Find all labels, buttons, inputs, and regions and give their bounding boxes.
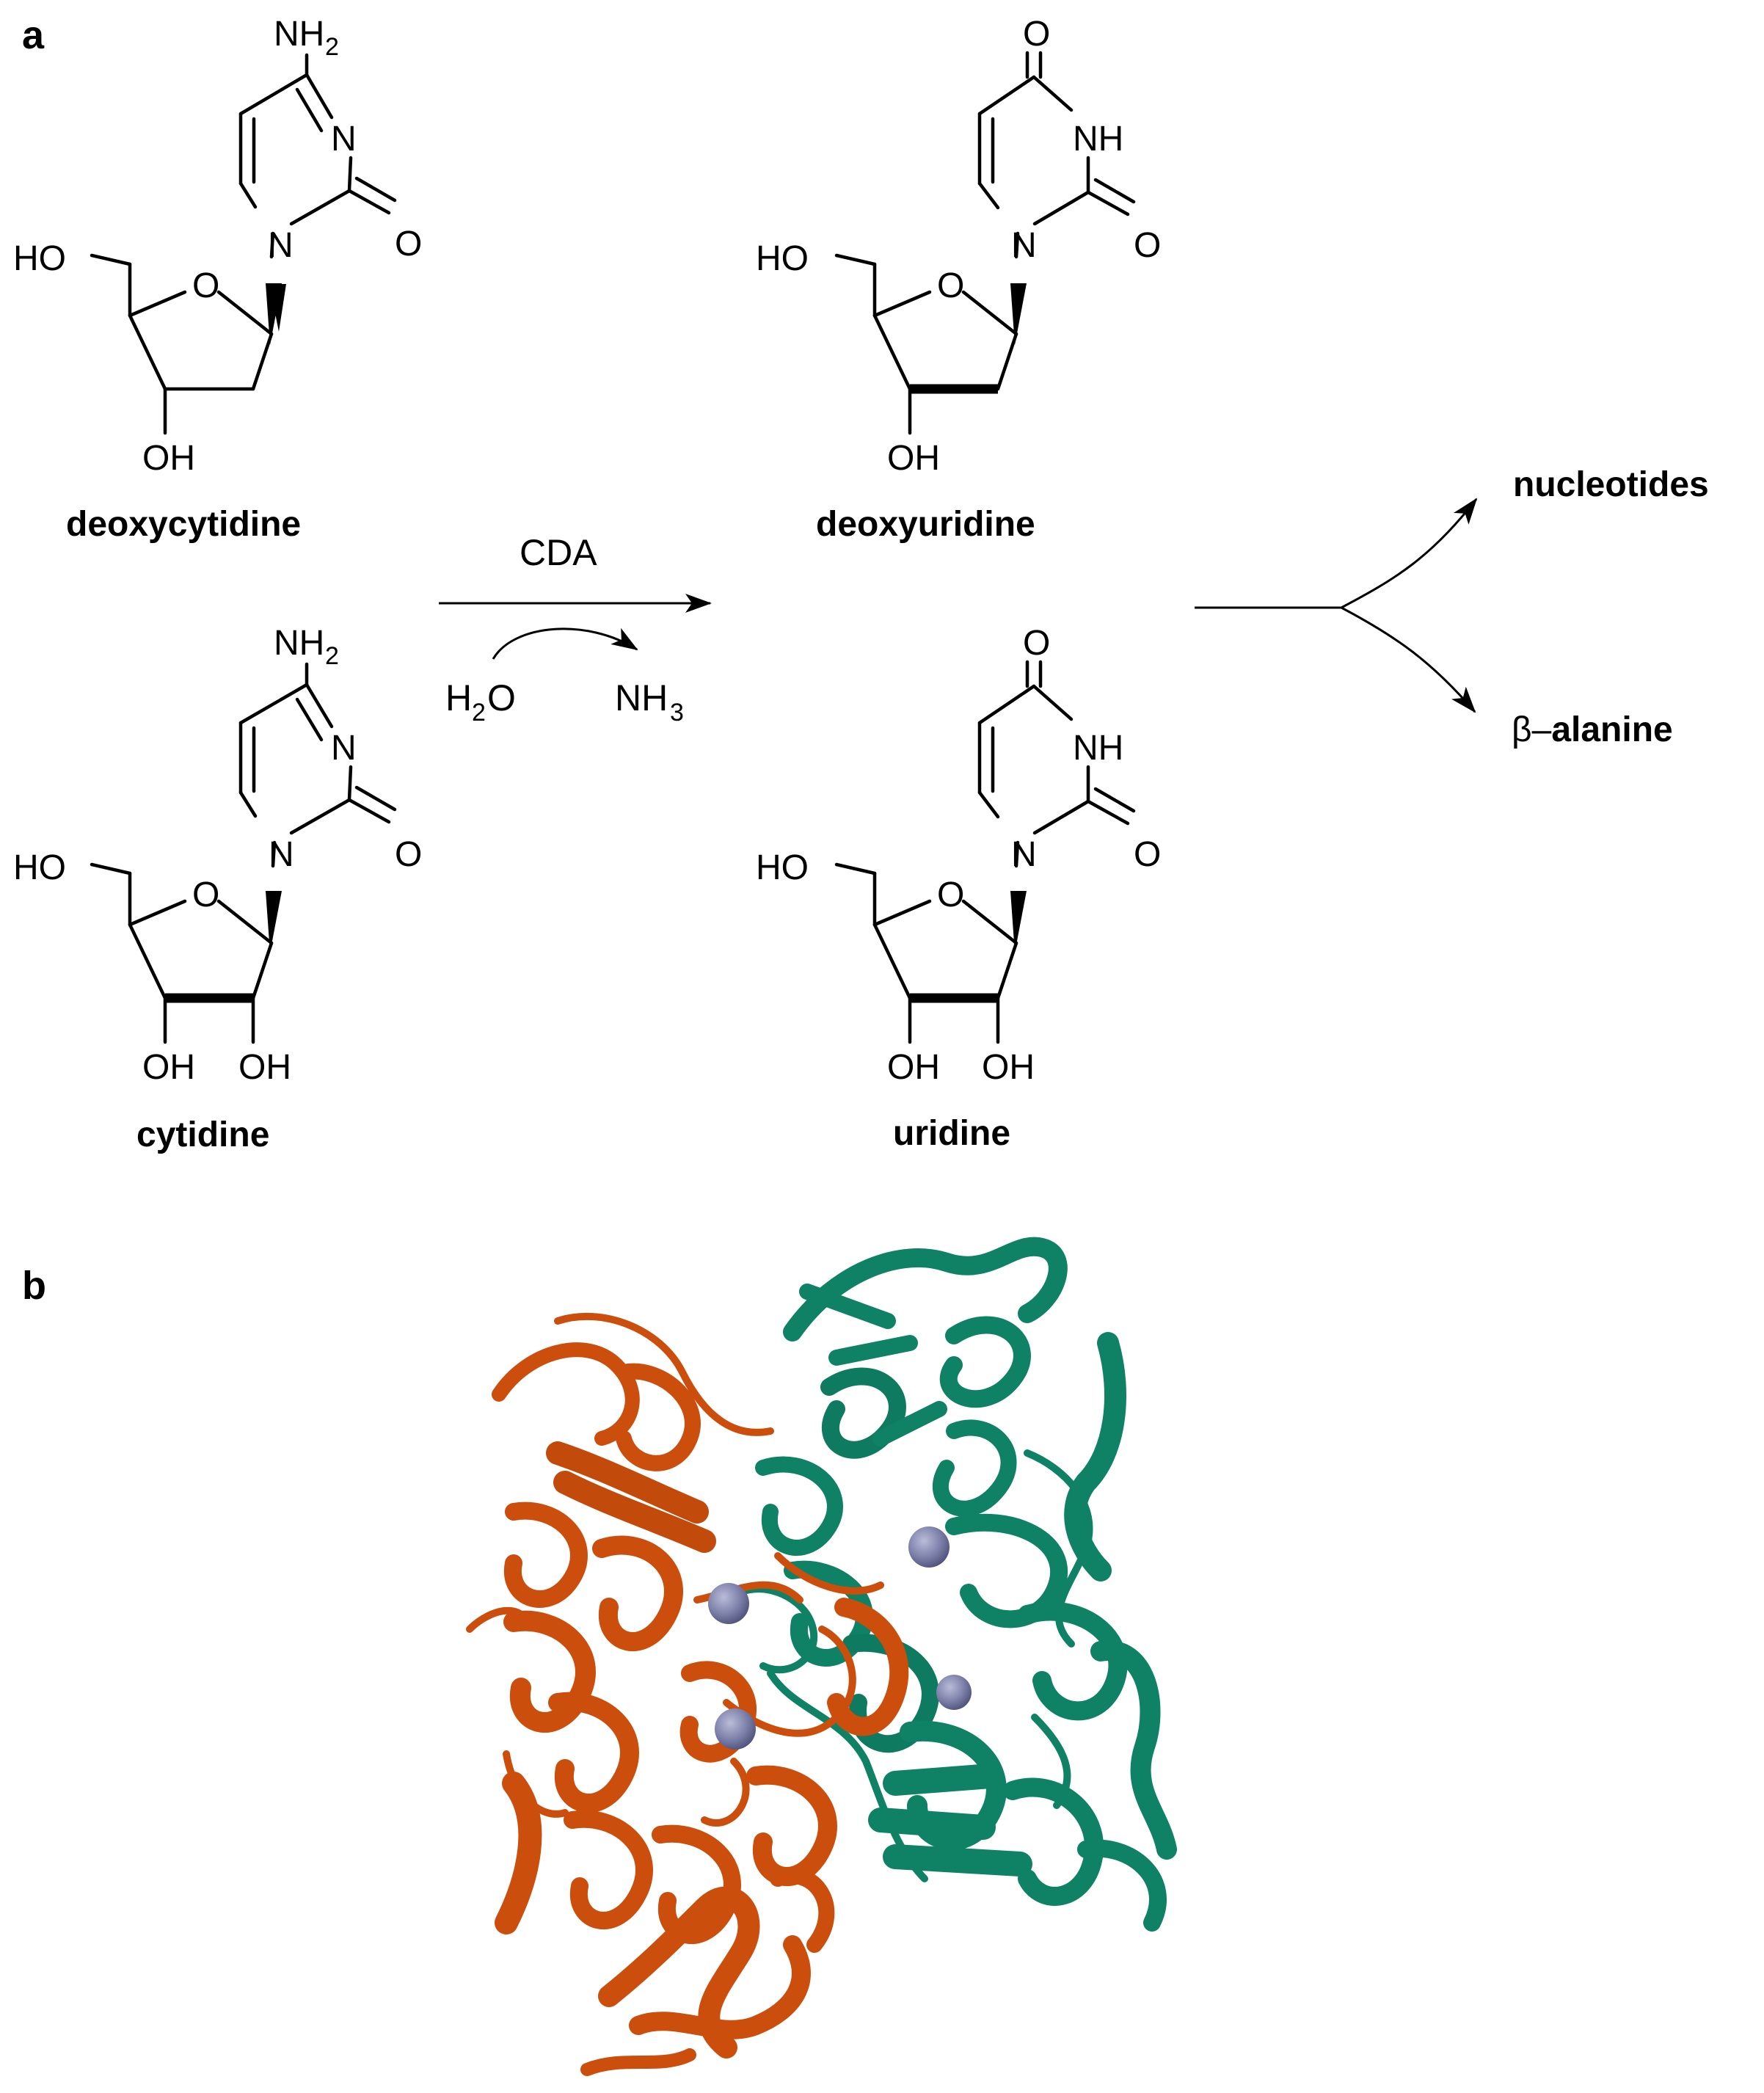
uridine-name: uridine: [893, 1114, 1010, 1153]
uridine-o2: O: [1134, 835, 1161, 874]
product-beta-alanine: alanine: [1551, 710, 1672, 749]
branch-arrow: [1195, 498, 1478, 713]
metal-ion: [708, 1583, 749, 1624]
deoxycytidine-name: deoxycytidine: [66, 505, 301, 544]
deoxycytidine-n1: N: [268, 226, 294, 265]
deoxycytidine-structure: [90, 53, 397, 435]
water-o: O: [487, 677, 516, 718]
cytidine-ho5: HO: [13, 848, 66, 887]
cytidine-o2: O: [395, 835, 422, 874]
cytidine-oh2: OH: [238, 1048, 291, 1087]
metal-ion: [936, 1675, 972, 1710]
water-subscript: 2: [472, 699, 486, 727]
metal-ion: [908, 1526, 950, 1568]
product-beta-prefix: β–alanine: [1512, 710, 1673, 749]
ammonia-subscript: 3: [670, 699, 684, 727]
cytidine-name: cytidine: [136, 1115, 269, 1154]
uridine-wedge: [1010, 891, 1027, 953]
deoxycytidine-oh3: OH: [142, 439, 195, 478]
uridine-ho5: HO: [756, 848, 809, 887]
uridine-structure: [834, 660, 1136, 1044]
panel-label-a: a: [22, 13, 45, 57]
uridine-oh3: OH: [887, 1048, 940, 1087]
deoxycytidine-wedge: [266, 283, 282, 345]
cytidine-nh2: NH: [274, 624, 324, 663]
cytidine-n3: N: [331, 729, 357, 768]
deoxyuridine-structure: [834, 51, 1136, 435]
deoxyuridine-o4: O: [1023, 15, 1050, 54]
cda-reaction-arrow: [439, 594, 712, 660]
deoxyuridine-wedge: [1010, 283, 1027, 345]
ammonia-nh: NH: [615, 677, 668, 718]
deoxyuridine-ho5: HO: [756, 239, 809, 278]
metal-ions: [708, 1526, 972, 1750]
cytidine-n1: N: [269, 835, 294, 874]
deoxycytidine-ring-o: O: [192, 266, 219, 305]
deoxycytidine-n3: N: [331, 120, 357, 159]
uridine-ring-o: O: [937, 876, 964, 914]
uridine-nh3: NH: [1073, 729, 1123, 768]
deoxyuridine-n1: N: [1011, 226, 1037, 265]
deoxycytidine-nh2-subscript: 2: [325, 33, 339, 61]
uridine-oh2: OH: [982, 1048, 1035, 1087]
cytidine-oh3: OH: [142, 1048, 195, 1087]
uridine-n1: N: [1011, 835, 1037, 874]
deoxycytidine-nh2: NH: [274, 15, 324, 54]
uridine-o4: O: [1023, 624, 1050, 663]
cytidine-nh2-subscript: 2: [325, 642, 339, 670]
cytidine-wedge: [266, 891, 282, 953]
chain-b-ribbon: [723, 1237, 1177, 1932]
protein-structure: [466, 1237, 1177, 2076]
panel-label-b: b: [22, 1264, 46, 1308]
deoxyuridine-oh3: OH: [887, 439, 940, 478]
deoxycytidine-ho5: HO: [13, 239, 66, 278]
cytidine-ring-o: O: [192, 876, 219, 914]
enzyme-label: CDA: [520, 532, 597, 573]
deoxyuridine-name: deoxyuridine: [816, 505, 1035, 544]
product-nucleotides: nucleotides: [1513, 465, 1709, 504]
water-h: H: [445, 677, 472, 718]
cytidine-structure: [90, 662, 397, 1044]
deoxyuridine-ring-o: O: [937, 266, 964, 305]
metal-ion: [715, 1708, 756, 1750]
deoxyuridine-o2: O: [1134, 226, 1161, 265]
deoxyuridine-nh3: NH: [1073, 120, 1123, 159]
chain-a-ribbon: [466, 1312, 909, 2076]
deoxycytidine-o2: O: [395, 225, 422, 263]
